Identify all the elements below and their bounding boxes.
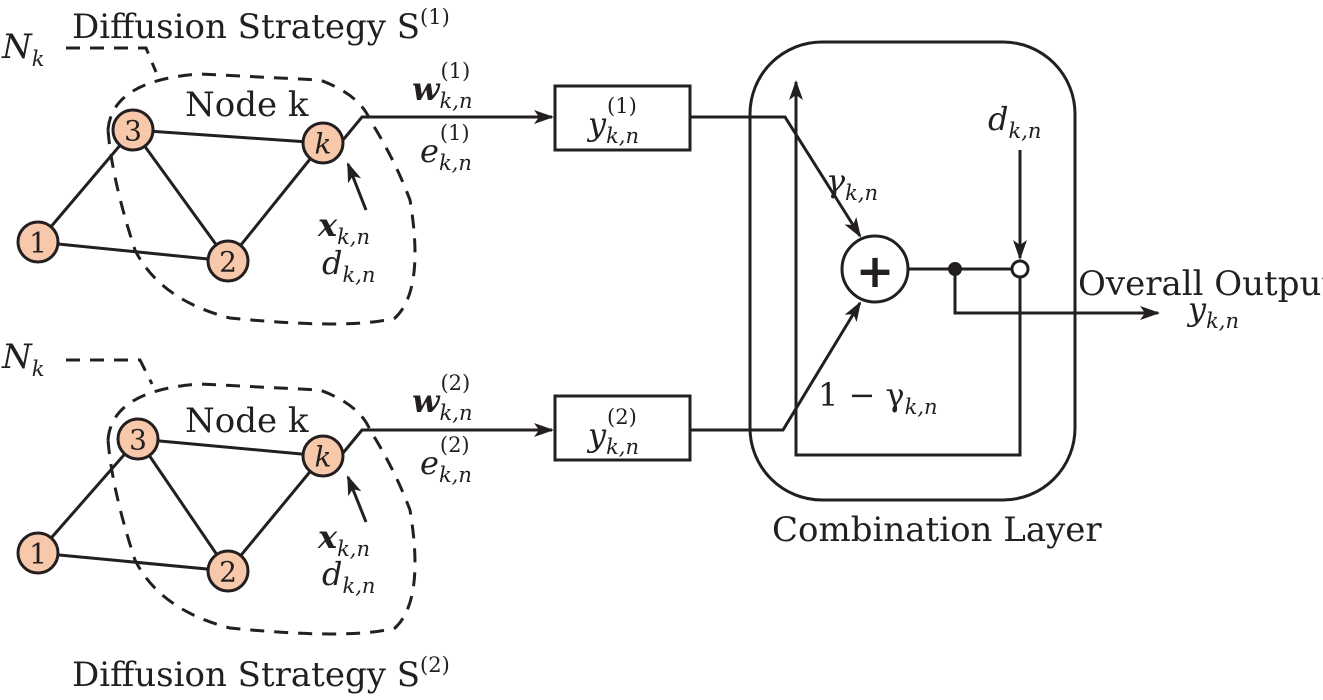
node-1-label: 1 — [29, 538, 47, 571]
edge-3-2 — [136, 438, 230, 572]
output-box-1-label: yk,n(1) — [586, 94, 639, 148]
input-x-1: xk,n — [317, 206, 370, 249]
adder-symbol: + — [856, 244, 895, 298]
neighborhood-2-boundary — [106, 382, 417, 636]
neighborhood-1-label: Nk — [1, 27, 44, 71]
estimate-arrow-1 — [341, 110, 554, 141]
edge-2-k — [226, 455, 325, 572]
node-2 — [206, 549, 250, 593]
feedback-loop-arrow — [789, 80, 1022, 457]
one-minus-gamma-label: 1 − γk,n — [818, 376, 938, 419]
combination-layer-box — [748, 40, 1077, 502]
node-1 — [16, 220, 60, 264]
edge-3-k — [132, 128, 324, 145]
node-k-label: k — [315, 441, 332, 474]
overall-output-label: Overall Output — [1078, 264, 1323, 304]
strategy-1-title: Diffusion Strategy S(1) — [72, 5, 450, 47]
gamma-label: γk,n — [826, 162, 878, 205]
output-box-2 — [553, 394, 692, 462]
estimate-arrow-2 — [341, 423, 554, 454]
neighborhood-1-boundary — [106, 72, 417, 326]
node-3 — [111, 108, 155, 152]
node-k-label: k — [315, 128, 332, 161]
combination-layer: Combination Layer γk,n 1 − γk,n + dk,n O… — [690, 40, 1323, 550]
edge-1-2 — [37, 240, 229, 263]
edge-3-2 — [131, 129, 230, 262]
weight-label-2: wk,n(2) — [412, 371, 472, 425]
overall-output-var: yk,n — [1186, 290, 1239, 333]
node-k-caption-1: Node k — [185, 85, 309, 125]
neighborhood-1-pointer — [66, 46, 158, 73]
overall-output-arrow — [953, 269, 1160, 320]
edge-1-3 — [36, 438, 140, 554]
node-3-label: 3 — [124, 115, 142, 148]
neighborhood-2-pointer — [66, 358, 154, 385]
edge-2-k — [226, 142, 325, 262]
node-2-label: 2 — [219, 246, 237, 279]
input-x-2: xk,n — [317, 518, 370, 561]
error-label-1: ek,n(1) — [420, 121, 472, 175]
input-d-1: dk,n — [322, 244, 375, 287]
node-2-label: 2 — [219, 556, 237, 589]
one-minus-gamma-input-path — [690, 301, 862, 432]
input-arrow-1 — [346, 162, 368, 211]
node-1 — [16, 531, 60, 575]
error-node-circle — [1010, 259, 1030, 279]
neighborhood-2-label: Nk — [1, 337, 44, 381]
node-k — [301, 434, 345, 478]
combination-layer-label: Combination Layer — [772, 510, 1102, 550]
node-1-label: 1 — [29, 227, 47, 260]
output-box-2-label: yk,n(2) — [586, 405, 639, 459]
node-3-label: 3 — [129, 424, 147, 457]
weight-label-1: wk,n(1) — [412, 59, 472, 113]
strategy-2-title: Diffusion Strategy S(2) — [72, 653, 450, 695]
input-arrow-2 — [346, 475, 368, 523]
diffusion-strategy-2: Nk Node k 1 2 3 k xk,n dk,n wk,n(2) ek,n… — [1, 337, 692, 695]
desired-signal-label: dk,n — [988, 100, 1041, 143]
node-2 — [206, 239, 250, 283]
edge-1-2 — [37, 551, 229, 573]
edge-3-k — [137, 437, 324, 458]
node-k-caption-2: Node k — [185, 401, 309, 441]
gamma-input-path — [690, 115, 862, 238]
error-label-2: ek,n(2) — [420, 433, 472, 487]
node-3 — [116, 417, 160, 461]
edge-1-3 — [36, 129, 135, 243]
diffusion-strategy-1: Diffusion Strategy S(1) Nk Node k 1 2 3 … — [1, 5, 692, 326]
node-k — [301, 121, 345, 165]
input-d-2: dk,n — [322, 555, 375, 598]
